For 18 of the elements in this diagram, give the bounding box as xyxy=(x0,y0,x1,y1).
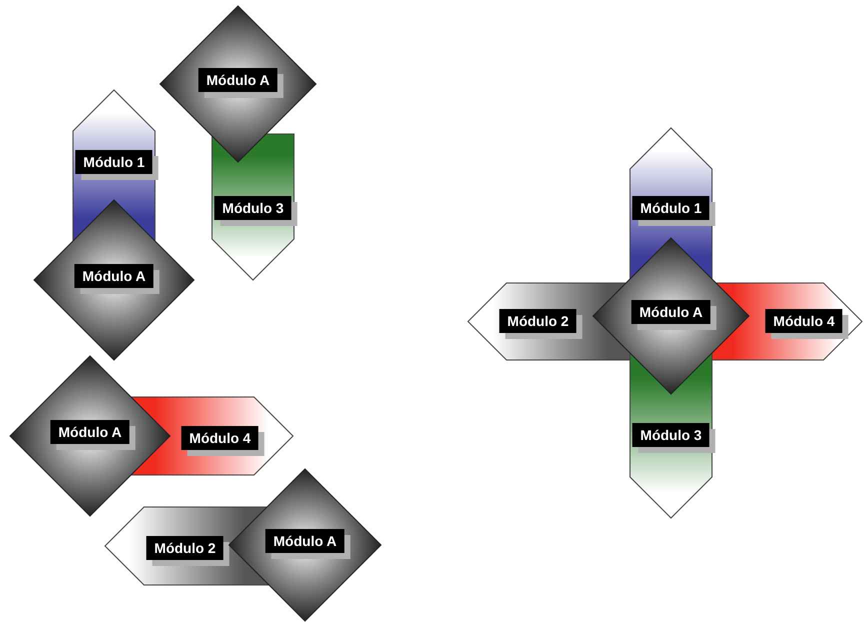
module-label: Módulo 4 xyxy=(765,309,843,333)
module-label: Módulo A xyxy=(198,68,278,92)
module-label: Módulo 1 xyxy=(75,150,153,174)
arrow-band xyxy=(130,397,293,475)
module-label: Módulo 2 xyxy=(146,536,224,560)
module-label: Módulo A xyxy=(265,529,345,553)
arrow-band xyxy=(212,134,294,280)
module-label: Módulo A xyxy=(631,300,711,324)
diamond-shape xyxy=(229,469,381,621)
module-label: Módulo 3 xyxy=(214,196,292,220)
module-label: Módulo A xyxy=(74,264,154,288)
module-label: Módulo 1 xyxy=(632,196,710,220)
module-label: Módulo 3 xyxy=(632,423,710,447)
module-label: Módulo 4 xyxy=(181,426,259,450)
arrow-band xyxy=(710,283,862,360)
arrow-band xyxy=(630,353,712,518)
module-label: Módulo 2 xyxy=(499,309,577,333)
module-label: Módulo A xyxy=(50,420,130,444)
